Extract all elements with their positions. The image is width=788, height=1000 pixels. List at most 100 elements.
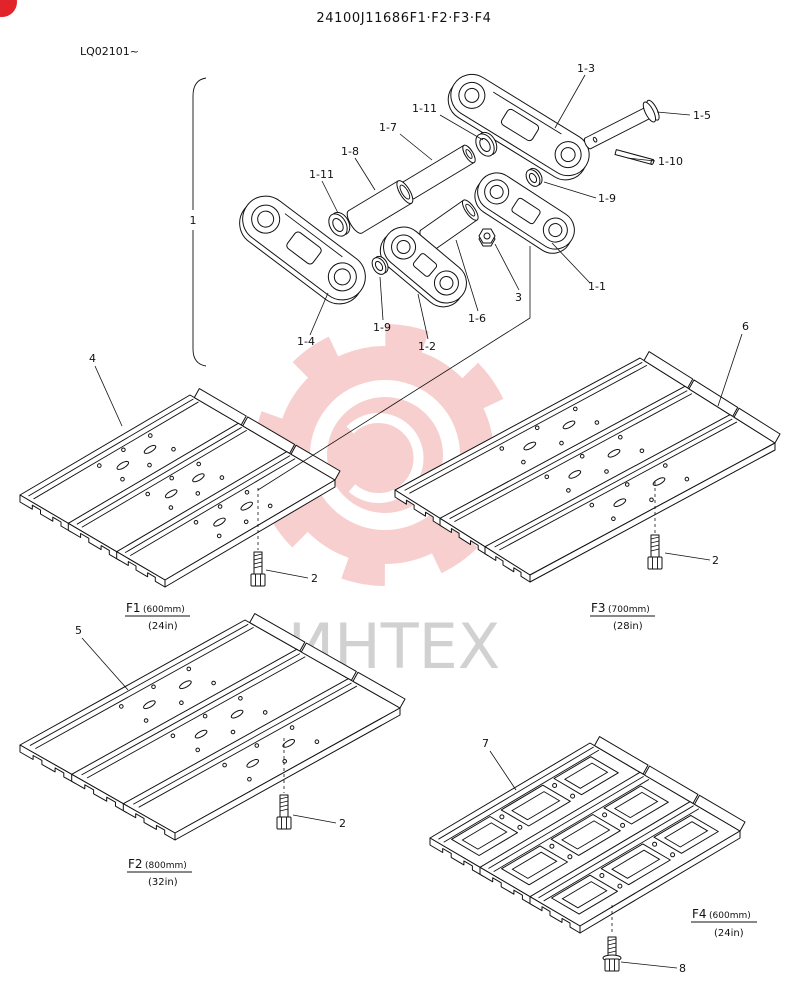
bushing-body xyxy=(420,200,478,250)
spacer-bore xyxy=(528,172,538,184)
grouser-ridge xyxy=(81,653,301,776)
grouser-ridge xyxy=(494,418,733,548)
leader-line xyxy=(551,242,591,284)
grouser-ridge xyxy=(538,805,694,899)
callout-6: 6 xyxy=(742,320,749,333)
pad-window xyxy=(451,816,518,856)
grouser-ridge xyxy=(449,390,688,520)
pad-window xyxy=(553,756,619,796)
link-rail-line xyxy=(493,91,562,135)
pad-window xyxy=(653,814,719,854)
bolt-hole xyxy=(552,783,558,788)
bolt-head xyxy=(647,556,663,570)
pin-outline xyxy=(584,106,652,150)
bushing-outline xyxy=(348,180,412,234)
bolt-slot xyxy=(282,739,296,748)
bolt-head-flats xyxy=(281,817,287,829)
bolt-hole xyxy=(120,476,125,482)
callout-1-11-upper: 1-11 xyxy=(412,102,437,115)
pad-window-inner xyxy=(663,821,709,848)
link-1-1 xyxy=(474,172,575,254)
bolt-slot xyxy=(230,709,244,719)
pad-window-inner xyxy=(461,822,508,850)
bolt-hole xyxy=(559,440,564,446)
bushing-1-8 xyxy=(346,180,414,234)
shoe-plate xyxy=(122,671,406,841)
shoe-width-mm: (800mm) xyxy=(145,861,187,871)
link-bore xyxy=(396,240,411,255)
bolt-hole xyxy=(566,488,571,493)
plate-end-lip xyxy=(733,407,781,444)
grouser-ridge xyxy=(488,775,644,869)
bolt-slot xyxy=(246,759,260,768)
shoe-width-mm: (600mm) xyxy=(143,605,185,615)
bolt-hole xyxy=(119,704,124,709)
bolt-hole xyxy=(544,474,550,480)
plate-end-lip xyxy=(594,736,649,775)
leader-line xyxy=(717,333,743,407)
leader-line xyxy=(81,637,129,691)
bolt-hole xyxy=(169,475,174,481)
link-bore xyxy=(464,87,480,103)
callout-1-11-lower: 1-11 xyxy=(309,168,334,181)
callout-labels: 1-3 1-5 1-11 1-7 1-8 1-11 1-10 1-9 1 3 1… xyxy=(75,62,749,975)
callout-7: 7 xyxy=(482,737,489,750)
bolt-hole xyxy=(534,425,540,431)
bolt-hole xyxy=(499,814,505,820)
link-1-2 xyxy=(379,226,467,308)
link-window xyxy=(286,231,322,265)
grouser-ridge xyxy=(33,401,199,500)
bolt-hole xyxy=(604,469,609,474)
track-shoe-f2 xyxy=(19,613,406,841)
bolt-hole xyxy=(97,463,102,468)
shoe-width-mm: (600mm) xyxy=(709,911,751,921)
bolt-hole xyxy=(147,462,152,468)
bushing-face xyxy=(461,199,479,221)
bolt-slot xyxy=(652,477,666,486)
link-bore xyxy=(439,275,454,290)
grouser-ridge xyxy=(438,746,594,840)
bolt-hole xyxy=(186,666,192,672)
shoe-code: F1 xyxy=(126,601,141,615)
bolt-hole xyxy=(143,718,149,723)
bolt-slot xyxy=(116,460,130,470)
spacer-1-9-upper xyxy=(525,167,543,187)
nut-to-bolt-leader xyxy=(257,246,531,491)
group-bracket xyxy=(192,77,207,367)
grouser-ridge xyxy=(76,426,242,525)
bolt-hole xyxy=(602,812,608,818)
callout-3: 3 xyxy=(515,291,522,304)
bolt-hole xyxy=(238,696,243,701)
bolt-slot xyxy=(179,680,192,690)
leader-line xyxy=(620,961,678,969)
callout-1-9-lower: 1-9 xyxy=(373,321,391,334)
pin-cross-hole xyxy=(592,136,598,143)
bolt-hole xyxy=(171,446,176,452)
link-1-4 xyxy=(239,195,366,305)
plate-end-notches xyxy=(122,803,176,841)
leader-line xyxy=(309,292,329,336)
shoe-bolt-2-f2 xyxy=(276,794,292,830)
link-bore xyxy=(548,223,563,238)
shoe-bolt-2-f3 xyxy=(647,534,663,570)
bolt-hole xyxy=(499,446,505,451)
bolt-hole xyxy=(684,476,690,482)
bolt-hole xyxy=(148,433,153,438)
bolt-hole xyxy=(611,516,616,522)
leader-line xyxy=(494,243,520,291)
bolt-hole xyxy=(620,822,626,828)
gear-swoosh xyxy=(346,413,424,503)
link-bore xyxy=(489,184,504,199)
grouser-ridge xyxy=(409,364,648,494)
bushing-body xyxy=(348,180,412,234)
bushing-outline xyxy=(403,145,475,199)
bolt-slot xyxy=(240,501,253,511)
bolt-hole xyxy=(211,680,216,686)
bolt-hole xyxy=(230,729,236,735)
bushing-face xyxy=(396,180,414,205)
leader-line xyxy=(455,239,479,312)
bolt-hole xyxy=(617,883,623,889)
pad-window-inner xyxy=(511,791,561,821)
callout-1-5: 1-5 xyxy=(693,109,711,122)
